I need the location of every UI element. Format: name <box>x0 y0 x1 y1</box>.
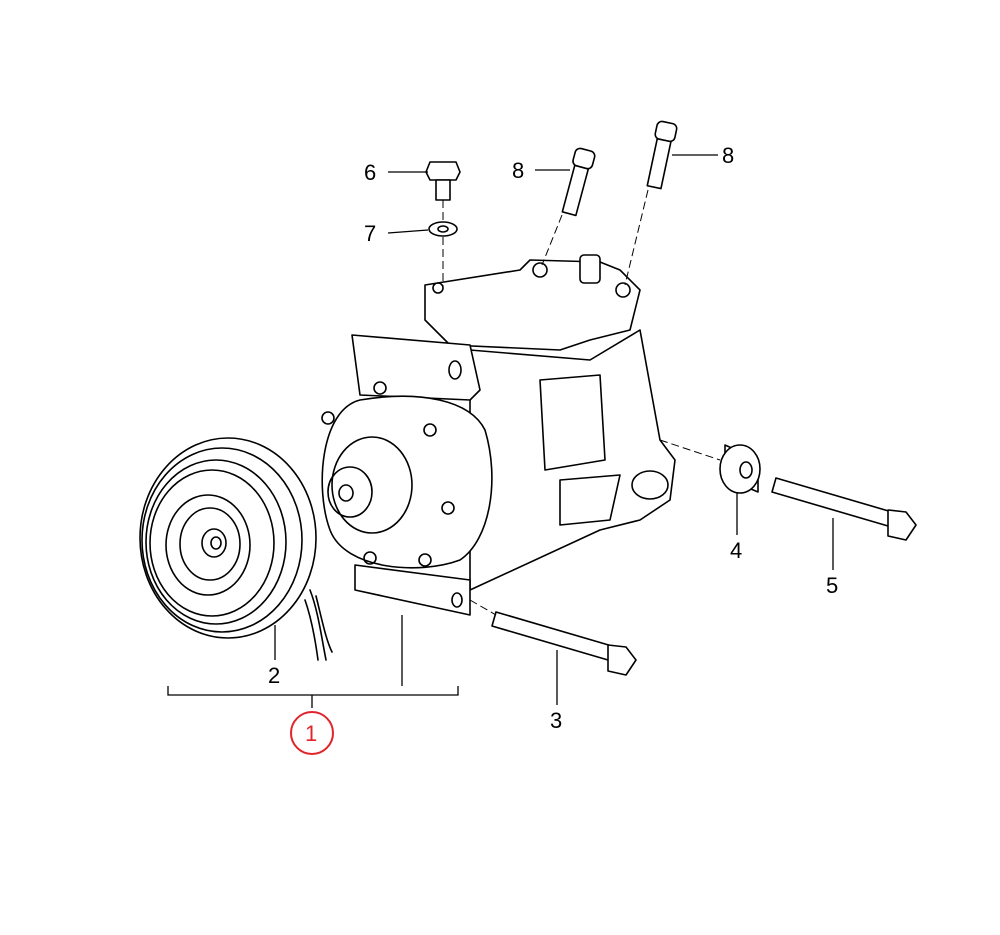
callout-8-right[interactable]: 8 <box>722 143 734 168</box>
callout-6[interactable]: 6 <box>364 160 376 185</box>
bolt-6[interactable] <box>425 161 461 201</box>
callout-8-left[interactable]: 8 <box>512 158 524 183</box>
guide-line <box>469 599 497 616</box>
clutch-pulley[interactable] <box>139 437 333 661</box>
bolt-3[interactable] <box>491 611 637 676</box>
callout-3[interactable]: 3 <box>550 708 562 733</box>
bushing-4[interactable] <box>719 444 761 494</box>
highlight-circle <box>290 711 334 755</box>
guide-line <box>624 189 649 286</box>
compressor[interactable] <box>321 254 676 616</box>
guide-line <box>541 214 563 266</box>
guide-line <box>659 439 721 461</box>
callout-7[interactable]: 7 <box>364 221 376 246</box>
bolt-8-right[interactable] <box>644 120 678 190</box>
washer-7[interactable] <box>428 221 458 237</box>
bolt-8-left[interactable] <box>559 147 596 217</box>
callout-4[interactable]: 4 <box>730 538 742 563</box>
callout-2[interactable]: 2 <box>268 663 280 688</box>
bolt-5[interactable] <box>771 477 917 541</box>
callout-5[interactable]: 5 <box>826 573 838 598</box>
callout-1[interactable]: 1 <box>305 721 317 746</box>
